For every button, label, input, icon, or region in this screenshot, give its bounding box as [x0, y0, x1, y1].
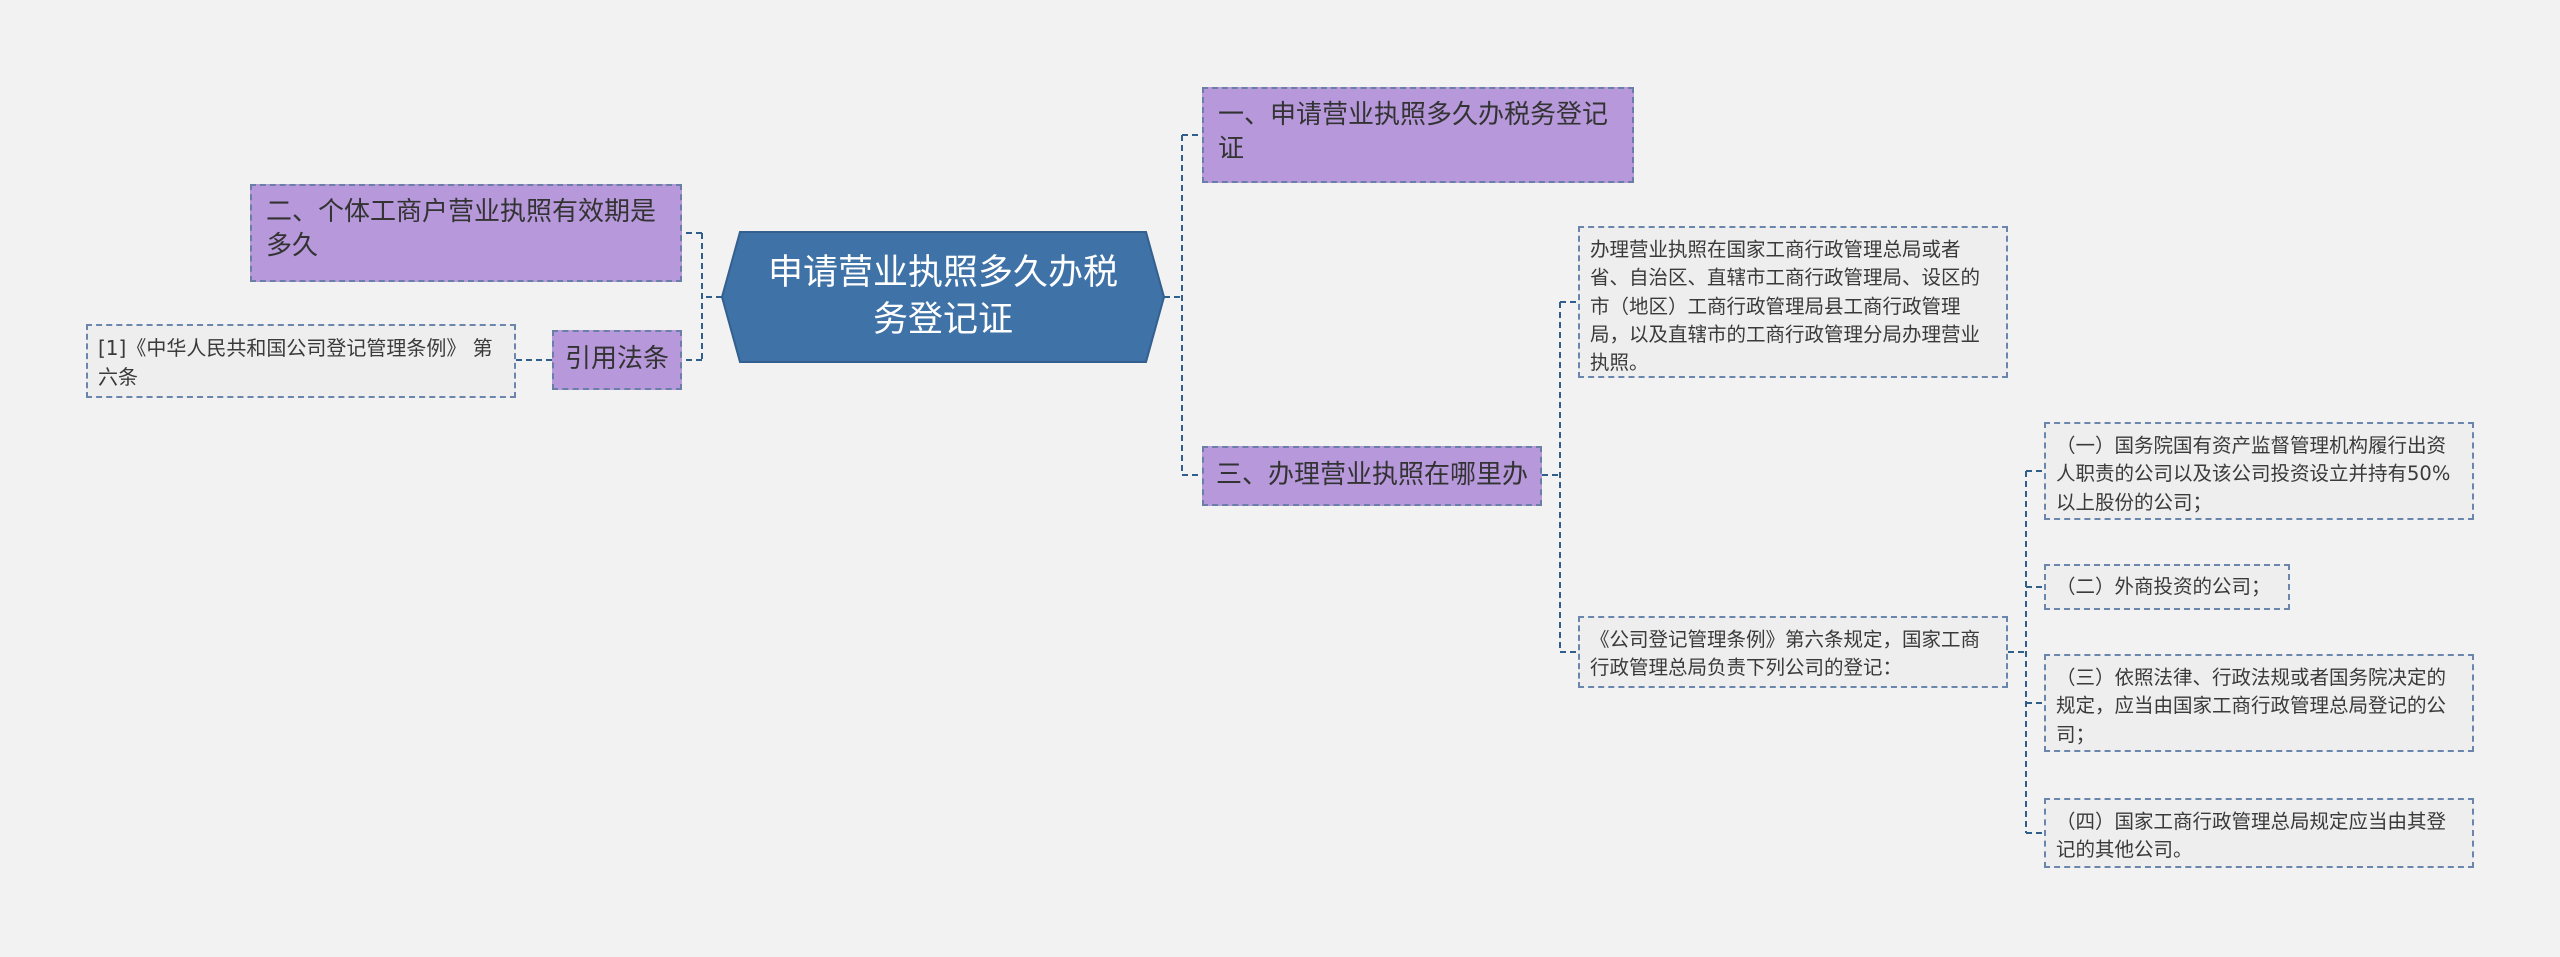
where-to-apply-node[interactable]: 办理营业执照在国家工商行政管理总局或者省、自治区、直辖市工商行政管理局、设区的市…	[1578, 226, 2008, 378]
law-reference-node[interactable]: [1]《中华人民共和国公司登记管理条例》 第六条	[86, 324, 516, 398]
law-topic-node[interactable]: 引用法条	[552, 330, 682, 390]
connector-center-right	[1164, 134, 1202, 476]
item-3-node[interactable]: （三）依照法律、行政法规或者国务院决定的规定，应当由国家工商行政管理总局登记的公…	[2044, 654, 2474, 752]
item-2-node[interactable]: （二）外商投资的公司；	[2044, 564, 2290, 610]
center-topic[interactable]: 申请营业执照多久办税务登记证	[767, 252, 1118, 340]
connector-topic3-children	[1542, 301, 1578, 653]
validity-topic-node[interactable]: 二、个体工商户营业执照有效期是多久	[250, 184, 682, 282]
item-1-node[interactable]: （一）国务院国有资产监督管理机构履行出资人职责的公司以及该公司投资设立并持有50…	[2044, 422, 2474, 520]
connector-center-left	[682, 232, 722, 361]
regulation-node[interactable]: 《公司登记管理条例》第六条规定，国家工商行政管理总局负责下列公司的登记：	[1578, 616, 2008, 688]
topic1-node[interactable]: 一、申请营业执照多久办税务登记证	[1202, 87, 1634, 183]
item-4-node[interactable]: （四）国家工商行政管理总局规定应当由其登记的其他公司。	[2044, 798, 2474, 868]
topic3-node[interactable]: 三、办理营业执照在哪里办	[1202, 446, 1542, 506]
connector-regulation-items	[2008, 470, 2044, 834]
center-node-shape	[720, 231, 1166, 363]
